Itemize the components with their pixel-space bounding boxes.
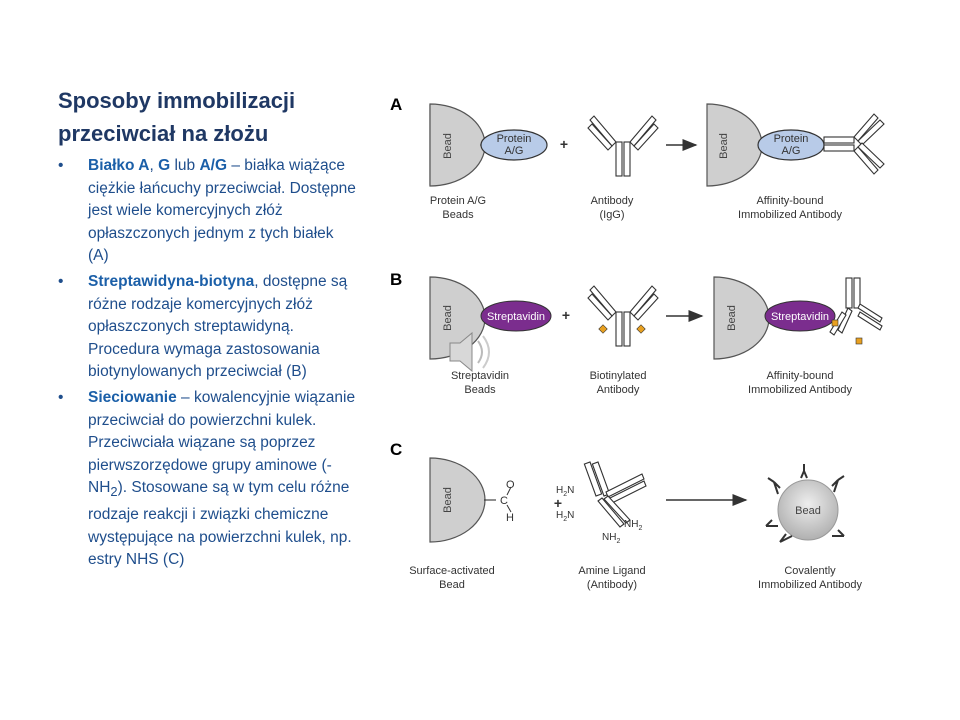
bound-antibody-icon — [823, 113, 885, 175]
bullet-keyword: G — [158, 157, 171, 174]
aldehyde-carbon: C — [500, 495, 508, 507]
plus-sign: + — [562, 307, 570, 323]
speaker-icon[interactable] — [449, 331, 490, 373]
caption: Immobilized Antibody — [758, 579, 862, 591]
aldehyde-oxygen: O — [506, 479, 515, 491]
bullet-item-streptavidin: • Streptawidyna-biotyna, dostępne są róż… — [58, 271, 358, 384]
protein-label: Protein — [774, 133, 809, 145]
streptavidin-label: Streptavidin — [487, 311, 545, 323]
bead-label: Bead — [726, 305, 738, 331]
caption: Surface-activated — [409, 565, 495, 577]
biotin-marker — [636, 324, 646, 334]
bullet-keyword: Białko A — [88, 157, 150, 174]
biotinylated-antibody-icon — [587, 285, 659, 347]
biotin-marker — [598, 324, 608, 334]
aldehyde-hydrogen: H — [506, 512, 514, 524]
caption: Antibody — [591, 195, 634, 207]
caption: Beads — [442, 209, 474, 221]
immobilization-diagram: Bead Protein A/G + Antibody (IgG) Bead P… — [409, 103, 885, 591]
bullet-dot: • — [58, 388, 64, 406]
bead-label: Bead — [442, 133, 454, 159]
plus-sign: + — [560, 136, 568, 152]
bullet-dot: • — [58, 272, 64, 290]
caption: Protein A/G — [430, 195, 486, 207]
bead-shape — [706, 103, 763, 187]
bullet-subscript: 2 — [110, 484, 118, 500]
caption: Antibody — [597, 384, 640, 396]
protein-label: Protein — [497, 133, 532, 145]
bullet-item-protein-ag: • Białko A, G lub A/G – białka wiążące c… — [58, 155, 358, 268]
caption: Covalently — [784, 565, 836, 577]
bound-antibody-icon — [829, 277, 883, 336]
amine-group-label: NH2 — [602, 532, 620, 545]
caption: Affinity-bound — [766, 370, 833, 382]
bead-label: Bead — [718, 133, 730, 159]
bullet-keyword: Streptawidyna-biotyna — [88, 272, 255, 290]
caption: (Antibody) — [587, 579, 637, 591]
protein-label: A/G — [505, 145, 524, 157]
streptavidin-shape — [480, 300, 552, 332]
amine-antibody-icon — [583, 461, 647, 528]
panel-label-b: B — [390, 270, 403, 289]
bullet-text: lub — [170, 157, 200, 174]
bullet-text: , dostępne są różne rodzaje komercyjnych… — [88, 272, 348, 381]
bullet-keyword: Sieciowanie — [88, 388, 177, 406]
bullet-text: , — [149, 157, 159, 174]
bullet-text: – kowalencyjnie wiązanie przeciwciał do … — [88, 388, 356, 497]
biotin-marker — [831, 319, 839, 327]
bead-label: Bead — [442, 305, 454, 331]
protein-label: A/G — [782, 145, 801, 157]
bullet-item-crosslinking: • Sieciowanie – kowalencyjnie wiązanie p… — [58, 387, 358, 572]
antibody-icon — [587, 115, 659, 177]
bullet-keyword: A/G — [199, 157, 228, 174]
bead-shape — [429, 103, 486, 187]
caption: Affinity-bound — [756, 195, 823, 207]
caption: (IgG) — [599, 209, 624, 221]
biotin-marker — [855, 337, 863, 345]
streptavidin-label: Streptavidin — [771, 311, 829, 323]
protein-ag-shape — [480, 129, 548, 161]
covalent-bead-sphere — [777, 479, 839, 541]
caption: Biotinylated — [590, 370, 647, 382]
slide-title: Sposoby immobilizacji przeciwciał na zło… — [58, 88, 296, 146]
amine-group-label: H2N — [556, 485, 574, 498]
caption: Immobilized Antibody — [738, 209, 842, 221]
amine-group-label: NH2 — [624, 519, 642, 532]
bullet-list: • Białko A, G lub A/G – białka wiążące c… — [58, 155, 358, 575]
caption: Beads — [464, 384, 496, 396]
bullet-text: – białka wiążące ciężkie łańcuchy przeci… — [88, 157, 356, 265]
attached-antibodies — [765, 464, 845, 543]
amine-group-label: H2N — [556, 510, 574, 523]
bead-shape — [429, 457, 486, 543]
panel-label-c: C — [390, 440, 403, 459]
caption: Bead — [439, 579, 465, 591]
streptavidin-shape — [764, 300, 836, 332]
caption: Streptavidin — [451, 370, 509, 382]
panel-b: Bead Streptavidin + Bead Streptavidin — [429, 276, 883, 396]
bead-shape — [713, 276, 770, 360]
bullet-dot: • — [58, 157, 64, 174]
caption: Immobilized Antibody — [748, 384, 852, 396]
panel-a: Bead Protein A/G + Antibody (IgG) Bead P… — [429, 103, 885, 221]
bead-label: Bead — [795, 505, 821, 517]
bead-label: Bead — [442, 487, 454, 513]
plus-sign: + — [554, 495, 562, 511]
panel-label-a: A — [390, 95, 403, 114]
bullet-text: ). Stosowane są w tym celu różne rodzaje… — [88, 479, 352, 569]
caption: Amine Ligand — [578, 565, 645, 577]
panel-c: Bead C O H + H2N H2N NH2 NH2 Bead — [409, 457, 862, 591]
